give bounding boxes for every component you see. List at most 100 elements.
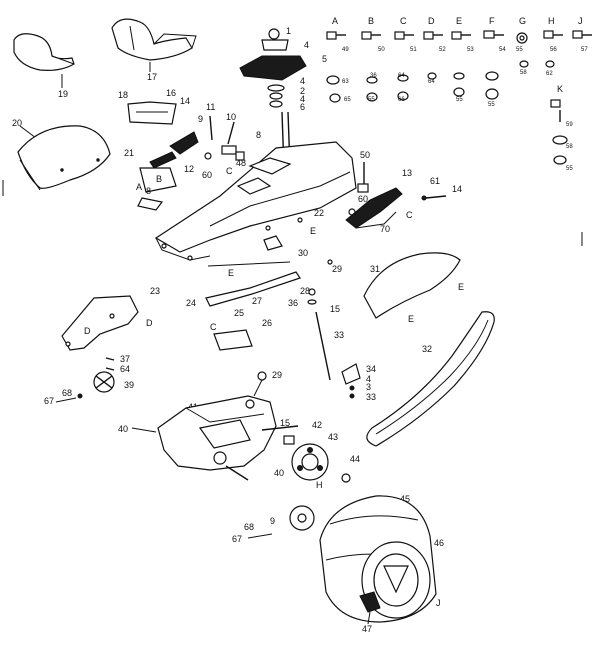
callout-46: 46 — [434, 538, 444, 548]
callout-34: 34 — [366, 364, 376, 374]
callout-26: 26 — [262, 318, 272, 328]
hw-num-58: 58 — [520, 70, 527, 76]
letter-j: J — [436, 598, 441, 608]
right-brake-group: 50 60 13 70 C 61 14 — [345, 150, 462, 234]
callout-15c: 15 — [280, 418, 290, 428]
letter-d-2: D — [84, 326, 91, 336]
callout-45: 45 — [400, 494, 410, 504]
callout-48: 48 — [236, 158, 246, 168]
hw-num-53: 53 — [467, 47, 474, 53]
letter-e-4: E — [408, 314, 414, 324]
hw-num-58b: 58 — [566, 144, 573, 150]
hw-num-52: 52 — [439, 47, 446, 53]
hw-num-55b: 55 — [368, 97, 375, 103]
callout-17: 17 — [147, 72, 157, 82]
hw-num-64: 64 — [398, 73, 405, 79]
callout-68a: 68 — [62, 388, 72, 398]
cover-23: 23 D D — [61, 286, 160, 351]
callout-16: 16 — [166, 88, 176, 98]
hardware-key: A B C D E F G H J K — [326, 16, 592, 172]
drive-belt-32: 32 — [366, 311, 495, 447]
callout-4a: 4 — [304, 40, 309, 50]
letter-a: A — [136, 182, 142, 192]
letter-c-1: C — [226, 166, 233, 176]
hw-num-55e: 55 — [566, 166, 573, 172]
callout-67a: 67 — [44, 396, 54, 406]
hw-num-36: 36 — [370, 73, 377, 79]
fender-31: 31 E E 29 — [327, 252, 464, 324]
callout-2: 2 — [300, 86, 305, 96]
fender-20: 20 — [12, 118, 111, 191]
callout-8a: 8 — [146, 186, 151, 196]
callout-14b: 14 — [452, 184, 462, 194]
callout-23: 23 — [150, 286, 160, 296]
callout-12: 12 — [184, 164, 194, 174]
callout-3: 3 — [366, 382, 371, 392]
callout-33: 33 — [334, 330, 344, 340]
hw-letter-f: F — [489, 16, 495, 26]
hw-num-62: 62 — [546, 71, 553, 77]
callout-50: 50 — [360, 150, 370, 160]
hw-num-65: 65 — [344, 97, 351, 103]
callout-40a: 40 — [118, 424, 128, 434]
hw-num-63: 63 — [342, 79, 349, 85]
pulley-43-group: 42 43 H 44 — [283, 420, 360, 490]
hw-letter-g: G — [519, 16, 526, 26]
hw-letter-j: J — [578, 16, 583, 26]
callout-19: 19 — [58, 89, 68, 99]
hw-num-56: 56 — [550, 47, 557, 53]
callout-27: 27 — [252, 296, 262, 306]
callout-33b: 33 — [366, 392, 376, 402]
callout-21: 21 — [124, 148, 134, 158]
callout-44: 44 — [350, 454, 360, 464]
hw-num-55d: 55 — [488, 102, 495, 108]
letter-e-3: E — [458, 282, 464, 292]
letter-c-3: C — [210, 322, 217, 332]
seat-19: 19 — [13, 33, 75, 99]
callout-67b: 67 — [232, 534, 242, 544]
callout-60b: 60 — [358, 194, 368, 204]
callout-29a: 29 — [332, 264, 342, 274]
hw-num-50: 50 — [378, 47, 385, 53]
hw-num-57: 57 — [581, 47, 588, 53]
lift-linkage: 24 27 25 27 26 C 28 36 15 33 — [186, 271, 344, 381]
hw-num-51: 51 — [410, 47, 417, 53]
callout-1: 1 — [286, 26, 291, 36]
callout-24: 24 — [186, 298, 196, 308]
letter-d-1: D — [146, 318, 153, 328]
callout-4d: 4 — [366, 374, 371, 384]
seat-17: 17 — [111, 18, 197, 82]
hw-num-64b: 64 — [428, 79, 435, 85]
callout-64b: 64 — [120, 364, 130, 374]
callout-31: 31 — [370, 264, 380, 274]
hw-letter-k: K — [557, 84, 563, 94]
rear-wheel: 45 46 47 J — [319, 494, 444, 634]
hw-num-55: 55 — [516, 47, 523, 53]
hw-num-66: 66 — [398, 97, 405, 103]
main-frame-22: 22 C E 30 E — [154, 141, 357, 278]
callout-22: 22 — [314, 208, 324, 218]
letter-b: B — [156, 174, 162, 184]
callout-4c: 4 — [300, 94, 305, 104]
callout-15b: 15 — [330, 304, 340, 314]
callout-4b: 4 — [300, 76, 305, 86]
hw-num-59: 59 — [566, 122, 573, 128]
bolt-group-34: 34 4 3 33 — [341, 363, 376, 402]
hw-letter-c: C — [400, 16, 407, 26]
callout-28: 28 — [300, 286, 310, 296]
callout-11: 11 — [206, 102, 215, 112]
callout-5: 5 — [322, 54, 327, 64]
callout-20: 20 — [12, 118, 22, 128]
callout-30: 30 — [298, 248, 308, 258]
callout-47: 47 — [362, 624, 372, 634]
callout-36: 36 — [288, 298, 298, 308]
steering-column: 1 4 5 4 2 4 6 — [239, 26, 327, 171]
bolt-icon — [326, 30, 592, 122]
callout-9a: 9 — [198, 114, 203, 124]
letter-h: H — [316, 480, 323, 490]
callout-70: 70 — [380, 224, 390, 234]
callout-9b: 9 — [270, 516, 275, 526]
callout-10: 10 — [226, 112, 236, 122]
callout-32: 32 — [422, 344, 432, 354]
